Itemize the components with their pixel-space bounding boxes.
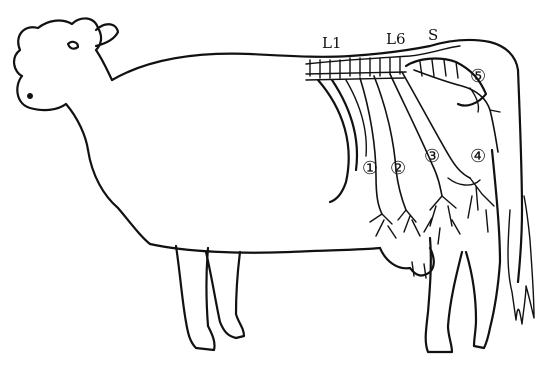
hind-leg-left xyxy=(426,238,462,352)
label-nerve-2: ② xyxy=(390,158,406,179)
nerve-1 xyxy=(360,78,382,214)
label-nerve-1: ① xyxy=(362,158,378,179)
spine xyxy=(306,46,486,106)
cow-chest xyxy=(88,150,150,244)
cow-belly xyxy=(150,244,380,253)
cow-outline xyxy=(14,18,518,252)
label-nerve-3: ③ xyxy=(424,146,440,167)
vertebrae-ticks xyxy=(310,58,400,78)
label-nerve-4: ④ xyxy=(470,146,486,167)
label-l6: L6 xyxy=(386,30,406,48)
cow-nostril xyxy=(27,93,33,99)
label-s: S xyxy=(428,26,438,44)
udder xyxy=(380,248,434,278)
nerve-1-branches xyxy=(370,214,396,238)
ribs xyxy=(318,80,366,202)
nerve-2-branches xyxy=(398,210,420,236)
nerve-3-branches xyxy=(424,196,460,244)
cow-eye xyxy=(68,42,78,49)
tail xyxy=(508,70,534,324)
front-leg-right xyxy=(206,252,244,338)
label-l1: L1 xyxy=(322,34,342,52)
cow-head xyxy=(14,18,112,150)
rib-1 xyxy=(318,80,349,202)
label-nerve-5: ⑤ xyxy=(470,66,486,87)
sacral-vertebrae xyxy=(420,60,458,78)
tail-stem xyxy=(518,70,522,282)
